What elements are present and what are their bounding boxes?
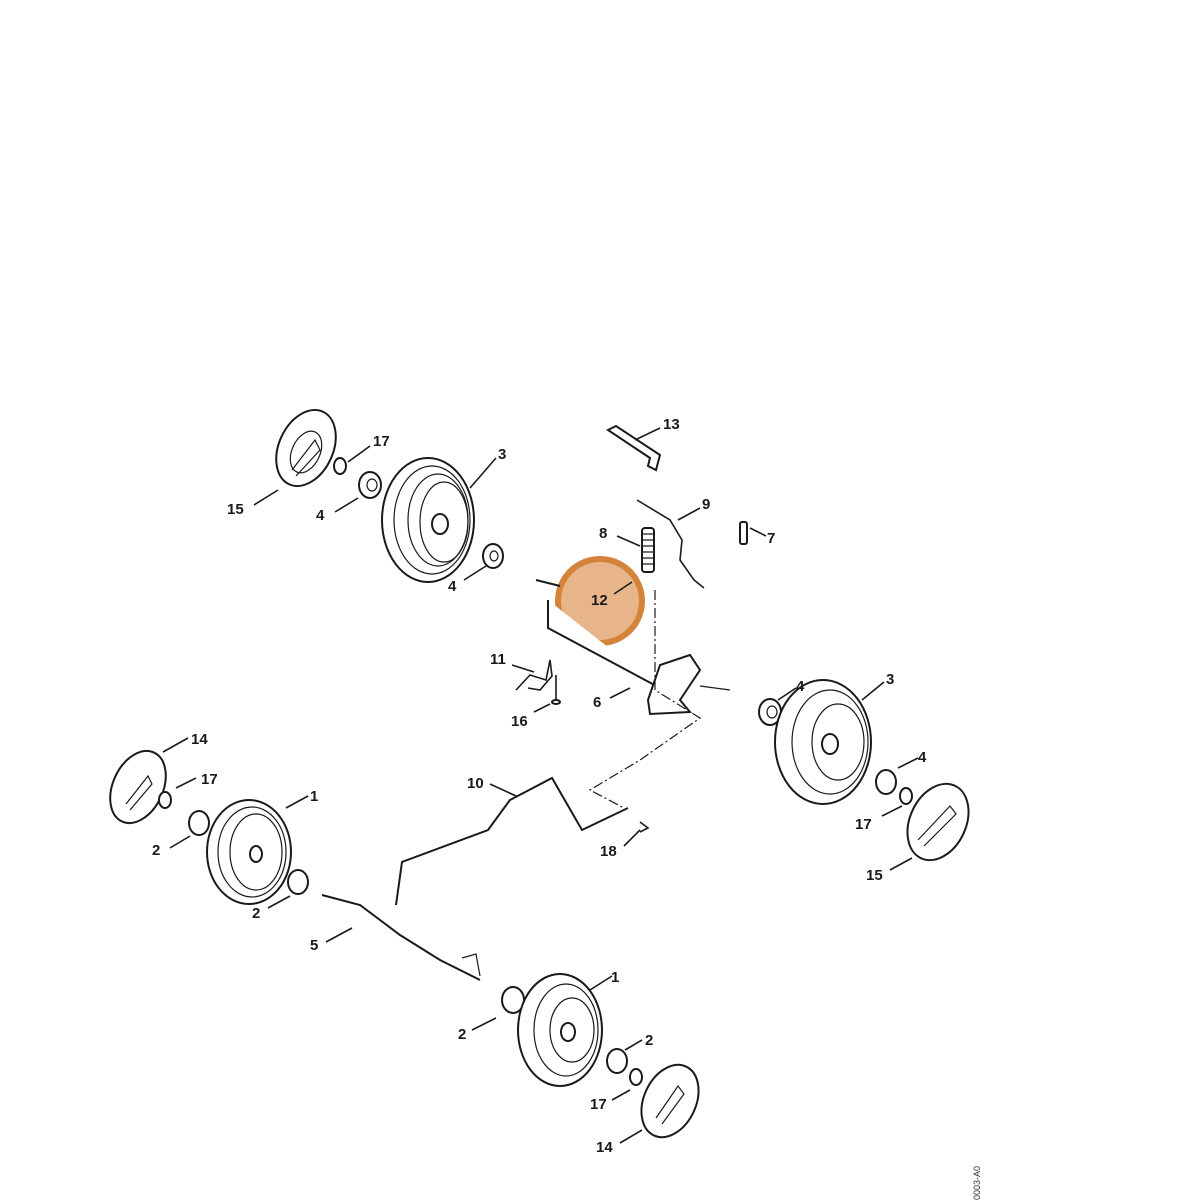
hubcap-right xyxy=(906,782,970,862)
hubcap-upper-left xyxy=(275,408,337,488)
callout-11: 11 xyxy=(490,651,506,668)
centerline-upper xyxy=(588,590,702,809)
wheel-right xyxy=(774,679,872,805)
nut-lower-left xyxy=(158,791,172,809)
callout-4: 4 xyxy=(918,749,927,766)
wire-part-9 xyxy=(636,499,705,589)
nut-upper-left xyxy=(333,457,347,475)
clip-part-18 xyxy=(639,821,650,833)
callout-17: 17 xyxy=(201,771,218,788)
bearing-bottom-outer xyxy=(606,1048,628,1074)
callout-1: 1 xyxy=(310,788,318,805)
callout-4: 4 xyxy=(448,578,457,595)
callout-4: 4 xyxy=(316,507,325,524)
spring-part-7 xyxy=(739,521,748,545)
nut-bottom xyxy=(629,1068,643,1086)
callout-2: 2 xyxy=(645,1032,653,1049)
hubcap-bottom xyxy=(640,1063,700,1139)
bearing-right-outer xyxy=(875,769,897,795)
callout-17: 17 xyxy=(590,1096,607,1113)
bearing-lower-left xyxy=(188,810,210,836)
callout-14: 14 xyxy=(191,731,208,748)
callout-6: 6 xyxy=(593,694,601,711)
callout-8: 8 xyxy=(599,525,607,542)
callout-17: 17 xyxy=(373,433,390,450)
callout-15: 15 xyxy=(866,867,883,884)
callout-2: 2 xyxy=(152,842,160,859)
callout-2: 2 xyxy=(252,905,260,922)
wheel-lower-left xyxy=(206,799,292,905)
callout-1: 1 xyxy=(611,969,619,986)
callout-16: 16 xyxy=(511,713,528,730)
callout-13: 13 xyxy=(663,416,680,433)
drawing-code: 0003-A0 xyxy=(972,1166,982,1200)
axle-part-5 xyxy=(321,894,481,981)
axle-rod-part-12 xyxy=(535,579,661,689)
bearing-upper-left-inner xyxy=(482,543,504,569)
spring-part-11 xyxy=(515,659,553,691)
axle-bracket-part-6 xyxy=(646,653,731,716)
spring-part-8 xyxy=(641,527,655,573)
screw-part-16 xyxy=(551,675,561,705)
callout-17: 17 xyxy=(855,816,872,833)
callout-18: 18 xyxy=(600,843,617,860)
lever-part-10 xyxy=(395,776,629,906)
hubcap-lower-left xyxy=(109,749,167,825)
callout-14: 14 xyxy=(596,1139,613,1156)
bearing-upper-left xyxy=(358,471,382,499)
wheel-upper-left xyxy=(381,457,475,583)
callout-2: 2 xyxy=(458,1026,466,1043)
callout-12: 12 xyxy=(591,592,608,609)
callout-3: 3 xyxy=(498,446,506,463)
nut-right xyxy=(899,787,913,805)
callout-9: 9 xyxy=(702,496,710,513)
callout-15: 15 xyxy=(227,501,244,518)
wheel-bottom xyxy=(517,973,603,1087)
bracket-part-13 xyxy=(606,424,662,472)
callout-10: 10 xyxy=(467,775,484,792)
callout-3: 3 xyxy=(886,671,894,688)
callout-7: 7 xyxy=(767,530,775,547)
callout-4: 4 xyxy=(796,678,805,695)
bearing-lower-left-inner xyxy=(287,869,309,895)
callout-5: 5 xyxy=(310,937,318,954)
